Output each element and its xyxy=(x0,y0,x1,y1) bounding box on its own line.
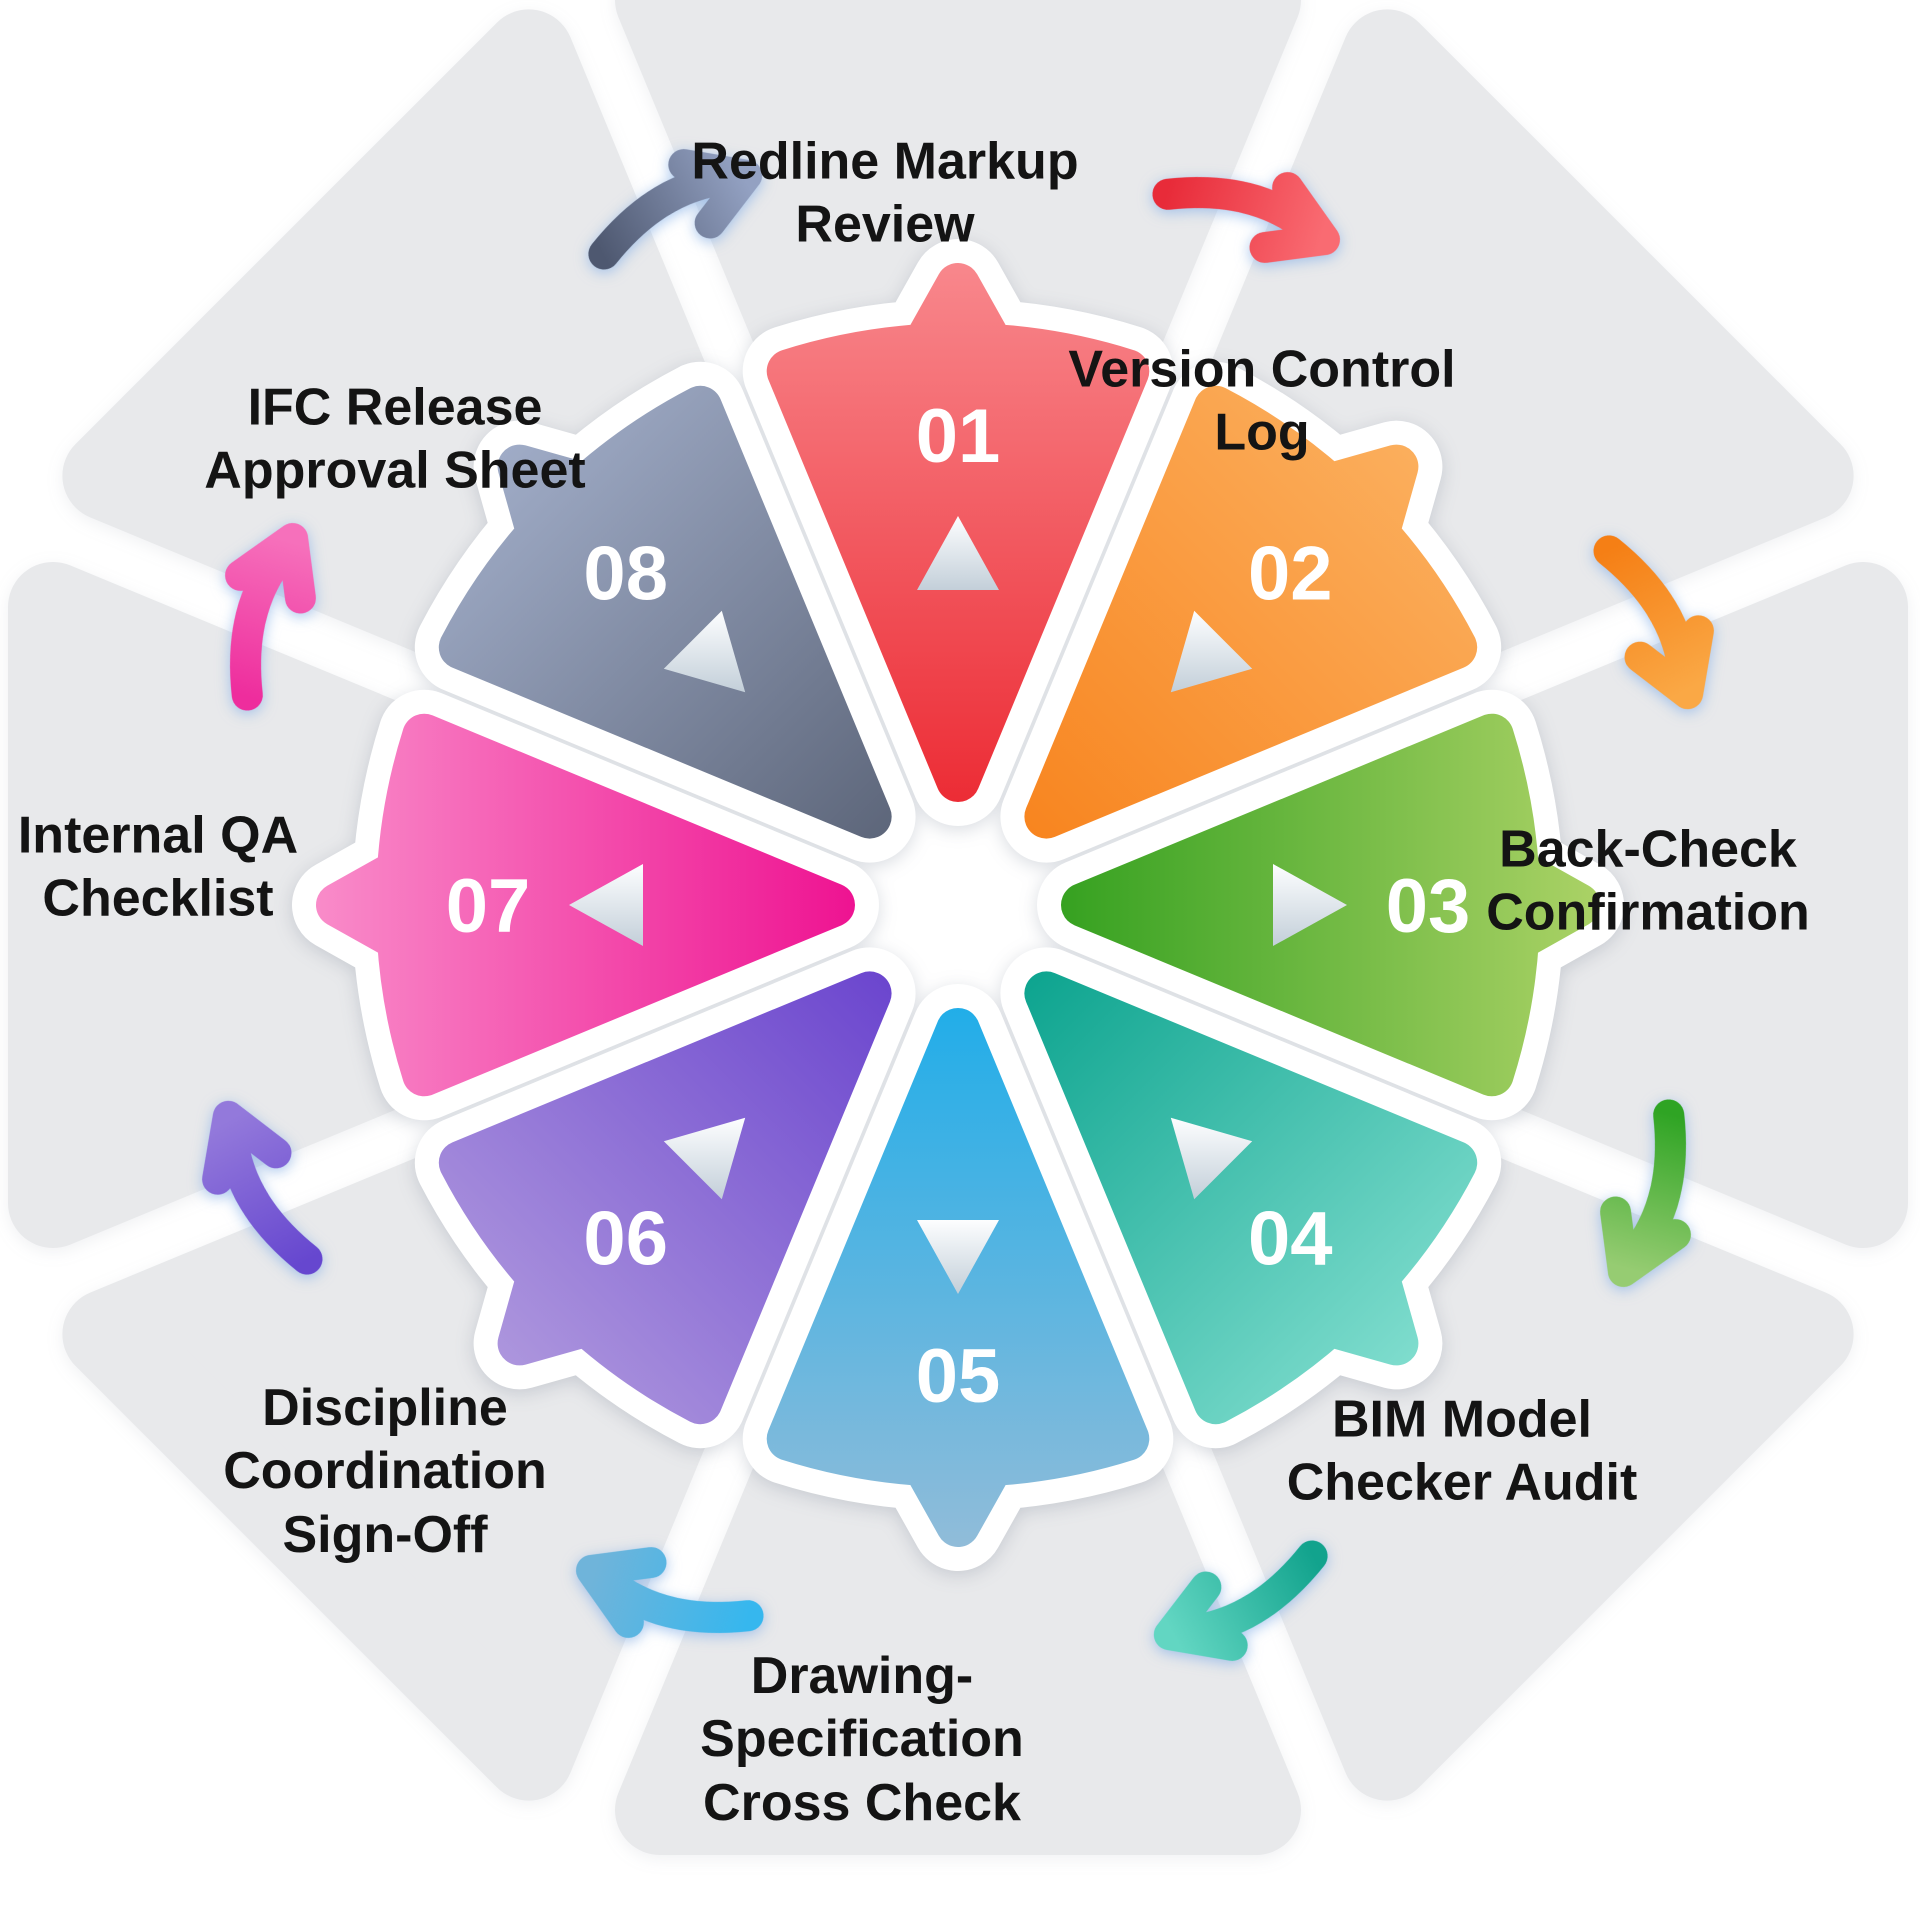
segment-07-label: Internal QA Checklist xyxy=(17,806,299,928)
segment-04-wedge xyxy=(1024,971,1478,1425)
arrow-icon-04-to-05 xyxy=(1153,1540,1328,1661)
segment-03-label: Back-Check Confirmation xyxy=(1486,820,1810,942)
segment-08-number: 08 xyxy=(583,532,668,617)
segment-02-number: 02 xyxy=(1248,532,1333,617)
segment-01-label: Redline Markup Review xyxy=(691,132,1079,254)
play-triangle-icon-01 xyxy=(917,516,999,590)
play-triangle-icon-06 xyxy=(663,1117,746,1200)
arrow-icon-07-to-08 xyxy=(225,522,316,711)
segment-06-number: 06 xyxy=(583,1196,668,1281)
segment-markers: 01 02 03 04 05 06 07 08 xyxy=(446,394,1471,1419)
segment-08-label: IFC Release Approval Sheet xyxy=(204,378,586,500)
arrow-icon-01-to-02 xyxy=(1152,172,1341,263)
segment-06-label: Discipline Coordination Sign-Off xyxy=(223,1378,547,1564)
segment-02-wedge xyxy=(1024,385,1478,839)
play-triangle-icon-02 xyxy=(1170,610,1253,693)
segment-04-label: BIM Model Checker Audit xyxy=(1286,1390,1638,1512)
play-triangle-icon-05 xyxy=(917,1220,999,1294)
segment-01-number: 01 xyxy=(916,394,1001,479)
segment-05-label: Drawing- Specification Cross Check xyxy=(700,1646,1024,1832)
arrow-icon-02-to-03 xyxy=(1593,535,1714,710)
play-triangle-icon-08 xyxy=(663,610,746,693)
segment-08-wedge xyxy=(438,385,892,839)
arrow-icon-06-to-07 xyxy=(202,1100,323,1275)
arrow-icon-03-to-04 xyxy=(1600,1099,1691,1288)
flow-arrows xyxy=(202,149,1714,1661)
segment-06-wedge xyxy=(438,971,892,1425)
play-triangle-icon-04 xyxy=(1170,1117,1253,1200)
segment-05-number: 05 xyxy=(916,1334,1001,1419)
arrow-icon-08-to-01 xyxy=(588,149,763,270)
play-triangle-icon-03 xyxy=(1273,864,1347,946)
segment-07-number: 07 xyxy=(446,864,531,949)
segment-03-number: 03 xyxy=(1386,864,1471,949)
arrow-icon-05-to-06 xyxy=(575,1547,764,1638)
play-triangle-icon-07 xyxy=(569,864,643,946)
segment-02-label: Version Control Log xyxy=(1068,340,1456,462)
segment-04-number: 04 xyxy=(1248,1196,1333,1281)
